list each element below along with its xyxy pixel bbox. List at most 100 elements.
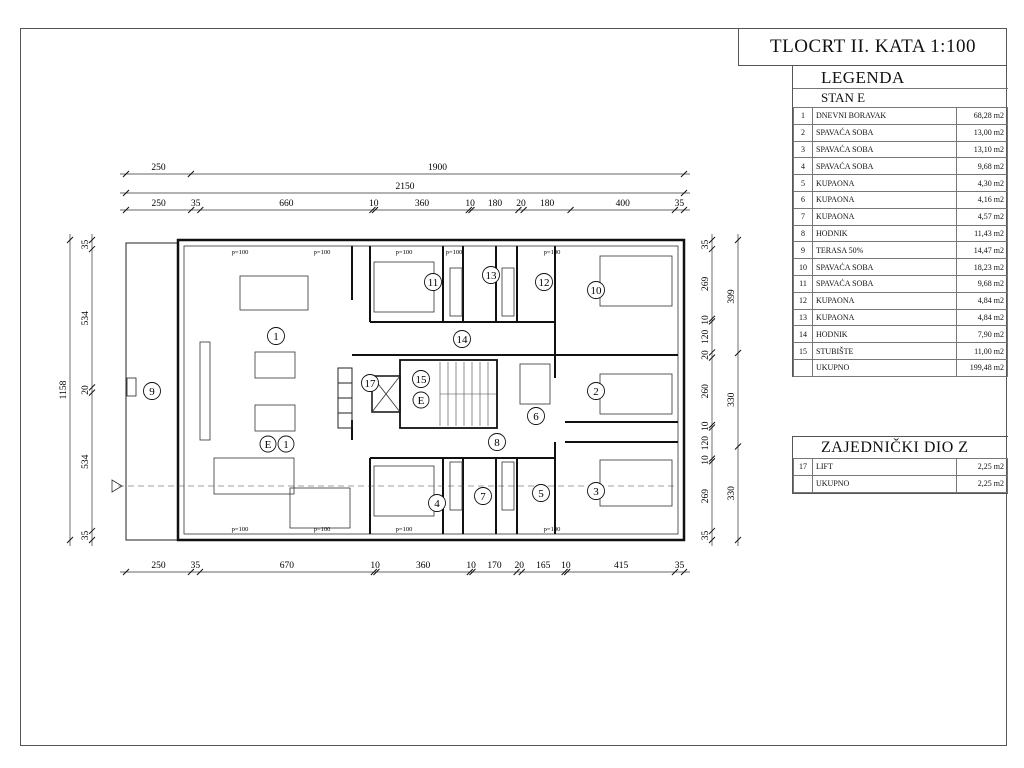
dim-right-label: 10 [701,315,711,325]
dim-top-3-tick [465,206,473,214]
room-marker-15 [412,370,430,388]
dim-top-3-tick [468,206,475,214]
dim-top-3-label: 180 [540,199,555,209]
room-marker-4 [428,494,446,512]
dim-bottom-label: 360 [416,561,431,571]
room-label-7: 7 [480,491,486,503]
unit-tag-stair: E [418,395,425,407]
dim-bottom-label: 10 [561,561,571,571]
legend-heading: LEGENDA [821,68,905,87]
section-arrow-icon [111,479,123,493]
room-marker-8 [488,433,506,451]
room-label-6: 6 [533,411,539,423]
room-marker-7 [474,487,492,505]
room-label-8: 8 [494,437,500,449]
dim-bottom-label: 10 [466,561,476,571]
window-tag: p=100 [544,249,561,256]
dim-top-2-tick [122,189,130,197]
dim-bottom-label: 415 [614,561,629,571]
dim-top-1-tick [187,170,195,178]
room-marker-17 [361,374,379,392]
dim-top-3-tick [671,206,679,214]
room-marker-5 [532,484,550,502]
room-marker-3 [587,482,605,500]
dim-top-3-tick [187,206,195,214]
legend-row-area: 4,30 m2 [956,174,1008,192]
room-label-15: 15 [416,374,428,386]
dim-right-tick [708,455,716,463]
dim-bottom-tick [563,568,571,576]
dim-top-1-label: 1900 [428,163,447,173]
dim-right-label: 35 [701,530,711,540]
dim-top-3-tick [680,206,688,214]
dim-top-3-label: 35 [191,199,201,209]
dim-bottom-label: 165 [536,561,551,571]
dim-left-tick [88,236,96,244]
room-label-4: 4 [434,498,440,510]
dim-top-1-tick [680,170,688,178]
dim-right-label: 10 [701,455,711,465]
room-marker-6 [527,407,545,425]
dim-left-tick [88,389,96,396]
room-marker-2 [587,382,605,400]
dim-right-label: 10 [701,421,711,431]
dim-left-total-label: 1158 [59,380,69,399]
lift-cross [371,375,401,413]
room-marker-1 [267,327,285,345]
dim-top-2-label: 2150 [396,182,415,192]
sheet-border [20,28,1007,746]
dim-right-tick [708,536,716,544]
room-label-2: 2 [593,386,599,398]
window-tag: p=100 [314,526,331,533]
room-label-14: 14 [457,334,469,346]
room-marker-10 [587,281,605,299]
legend-subheading: STAN E [793,88,1008,107]
dim-bottom-tick [466,568,474,576]
dim-bottom-tick [518,568,526,576]
dim-left-label: 534 [81,311,91,326]
common-heading: ZAJEDNIČKI DIO Z [821,439,969,456]
shafts [337,367,353,429]
dim-top-1-label: 250 [151,163,166,173]
dim-right-outer-tick [734,443,742,450]
dim-right-outer-label: 330 [727,392,737,407]
dim-bottom-tick [370,568,378,576]
dim-left-tick [88,536,96,544]
room-label-9: 9 [149,386,155,398]
legend-total-area: 199,48 m2 [956,358,1008,377]
dim-bottom-tick [513,568,520,576]
room-marker-9 [143,382,161,400]
dim-left-tick [88,527,96,535]
dim-right-label: 120 [701,436,711,451]
unit-tag-e1-number: 1 [283,439,289,451]
dim-top-3-tick [122,206,130,214]
room-label-10: 10 [591,285,603,297]
room-label-13: 13 [486,270,498,282]
dim-right-label: 35 [701,240,711,250]
dim-right-outer-label: 330 [727,486,737,501]
dim-bottom-label: 10 [370,561,380,571]
room-marker-11 [424,273,442,291]
stair-steps [439,362,497,426]
room-marker-12 [535,273,553,291]
window-tag: p=100 [396,526,413,533]
dim-left-total-tick [66,536,74,544]
dim-right-tick [708,424,716,431]
dim-left-tick [88,384,96,391]
dim-top-3-label: 400 [616,199,631,209]
dim-right-tick [708,236,716,244]
common-table: 17 LIFT 2,25 m2 UKUPNO 2,25 m2 [793,458,1008,493]
dim-right-outer-tick [734,349,742,357]
unit-tag-stair-marker [412,391,430,409]
window-tag: p=100 [232,526,249,533]
dim-bottom-tick [373,568,380,576]
room-label-1: 1 [273,331,279,343]
dim-right-tick [708,354,716,361]
